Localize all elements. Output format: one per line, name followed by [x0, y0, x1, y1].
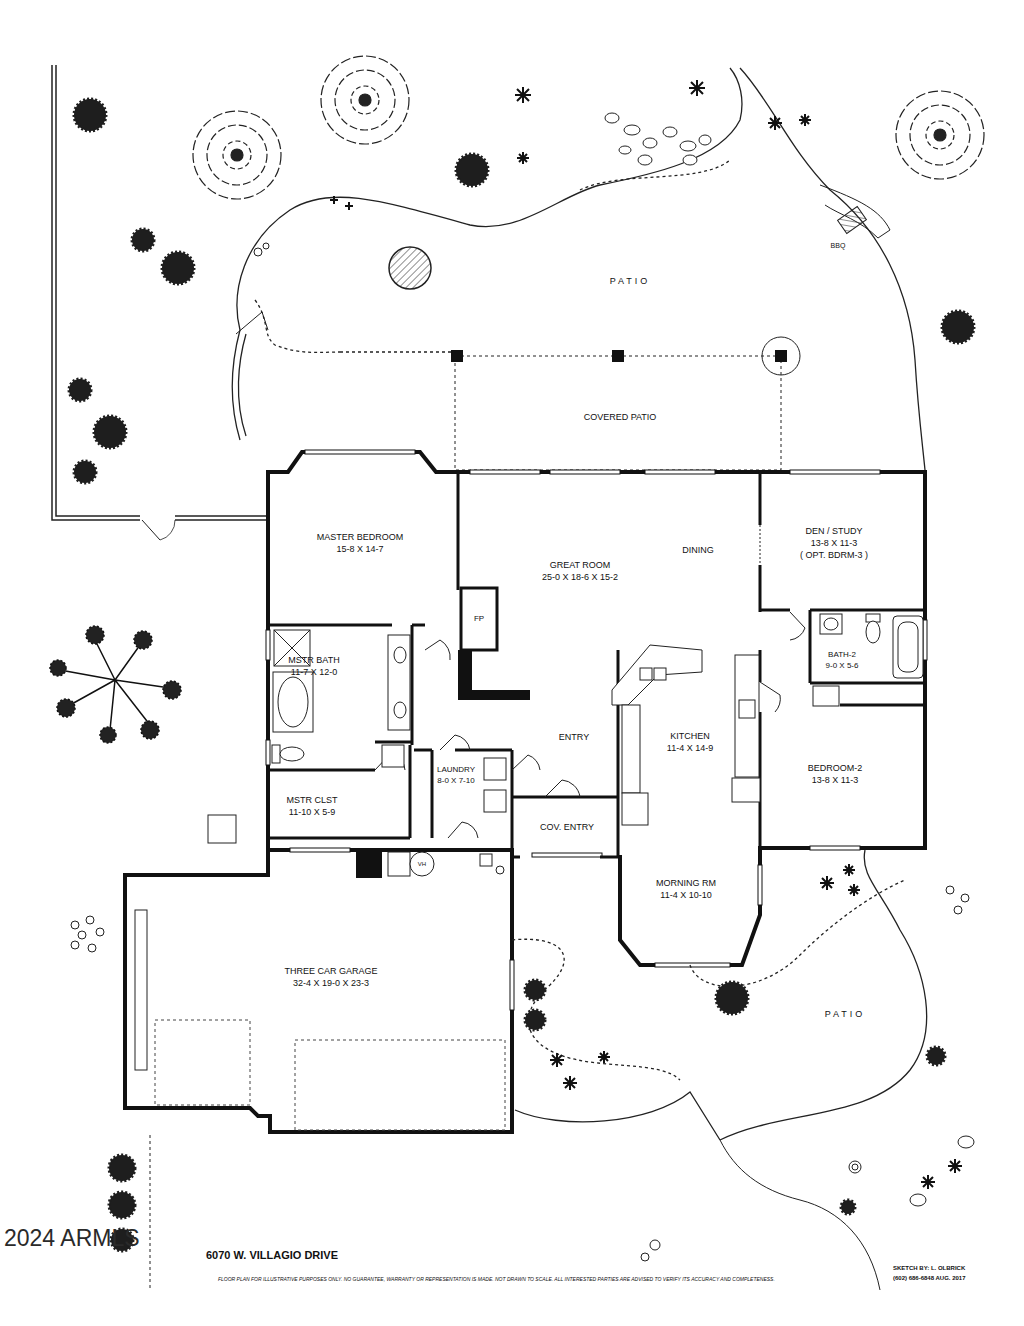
- stepping-stones: [605, 113, 711, 165]
- room-dimension: 32-4 X 19-0 X 23-3: [284, 977, 377, 989]
- room-name: MSTR BATH: [288, 654, 339, 666]
- room-box: COVERED PATIO: [584, 411, 657, 423]
- room-name: MORNING RM: [656, 877, 716, 889]
- room-dimension: 13-8 X 11-3: [800, 537, 868, 549]
- room-box: LAUNDRY8-0 X 7-10: [437, 764, 475, 786]
- room-name: KITCHEN: [667, 730, 713, 742]
- room-box: BATH-29-0 X 5-6: [826, 649, 859, 671]
- room-box: MSTR CLST11-10 X 5-9: [286, 794, 337, 818]
- room-dimension: 11-10 X 5-9: [286, 806, 337, 818]
- plan-label: 2024 ARMLS: [4, 1224, 140, 1252]
- plan-label: VH: [418, 861, 426, 868]
- room-name: LAUNDRY: [437, 764, 475, 775]
- room-box: GREAT ROOM25-0 X 18-6 X 15-2: [542, 559, 618, 583]
- room-name: DEN / STUDY: [800, 525, 868, 537]
- room-name: MSTR CLST: [286, 794, 337, 806]
- room-dimension: 13-8 X 11-3: [808, 774, 863, 786]
- plan-label: ENTRY: [559, 732, 589, 743]
- room-dimension: 11-7 X 12-0: [288, 666, 339, 678]
- room-dimension: ( OPT. BDRM-3 ): [800, 549, 868, 561]
- room-name: BATH-2: [826, 649, 859, 660]
- room-name: GREAT ROOM: [542, 559, 618, 571]
- room-box: KITCHEN11-4 X 14-9: [667, 730, 713, 754]
- shrubs: [69, 99, 974, 1251]
- plan-label: BBQ: [831, 242, 846, 250]
- windows: [266, 450, 927, 1010]
- left-tree: [50, 626, 181, 743]
- bbq-grill: [838, 207, 867, 234]
- room-box: COV. ENTRY: [540, 821, 594, 833]
- bath-fixtures: [272, 614, 923, 812]
- room-dimension: 11-4 X 10-10: [656, 889, 716, 901]
- exterior-walls: [125, 452, 925, 1132]
- room-box: MORNING RM11-4 X 10-10: [656, 877, 716, 901]
- patio-outline: [512, 850, 927, 1290]
- plan-label: PATIO: [610, 276, 651, 287]
- room-box: THREE CAR GARAGE32-4 X 19-0 X 23-3: [284, 965, 377, 989]
- room-box: MASTER BEDROOM15-8 X 14-7: [317, 531, 404, 555]
- room-name: COVERED PATIO: [584, 411, 657, 423]
- fire-pit: [389, 247, 431, 289]
- room-box: DEN / STUDY13-8 X 11-3( OPT. BDRM-3 ): [800, 525, 868, 561]
- small-palms: [330, 80, 962, 1189]
- small-plants: [71, 243, 974, 1261]
- plan-label: SKETCH BY: L. OLBRICK: [893, 1265, 965, 1272]
- room-name: BEDROOM-2: [808, 762, 863, 774]
- plan-label: PATIO: [825, 1009, 866, 1020]
- door-swings: [375, 525, 805, 838]
- room-dimension: 25-0 X 18-6 X 15-2: [542, 571, 618, 583]
- room-dimension: 9-0 X 5-6: [826, 660, 859, 671]
- room-name: THREE CAR GARAGE: [284, 965, 377, 977]
- room-name: MASTER BEDROOM: [317, 531, 404, 543]
- property-line: [150, 1135, 151, 1290]
- fireplace: [458, 588, 530, 700]
- plan-label: 6070 W. VILLAGIO DRIVE: [206, 1249, 338, 1262]
- room-name: COV. ENTRY: [540, 821, 594, 833]
- room-dimension: 15-8 X 14-7: [317, 543, 404, 555]
- garage-details: [135, 815, 505, 1130]
- kitchen-counters: [612, 645, 760, 825]
- flowering-trees: [193, 56, 984, 199]
- yard-wall: [52, 65, 268, 540]
- room-box: MSTR BATH11-7 X 12-0: [288, 654, 339, 678]
- plan-label: FP: [474, 614, 484, 624]
- room-dimension: 11-4 X 14-9: [667, 742, 713, 754]
- room-dimension: 8-0 X 7-10: [437, 775, 475, 786]
- covered-patio-frame: [451, 337, 800, 470]
- room-box: BEDROOM-213-8 X 11-3: [808, 762, 863, 786]
- plan-label: DINING: [682, 545, 714, 556]
- plan-label: FLOOR PLAN FOR ILLUSTRATIVE PURPOSES ONL…: [218, 1276, 775, 1282]
- plan-label: (602) 686-6848 AUG. 2017: [893, 1275, 966, 1282]
- interior-walls: [268, 472, 925, 857]
